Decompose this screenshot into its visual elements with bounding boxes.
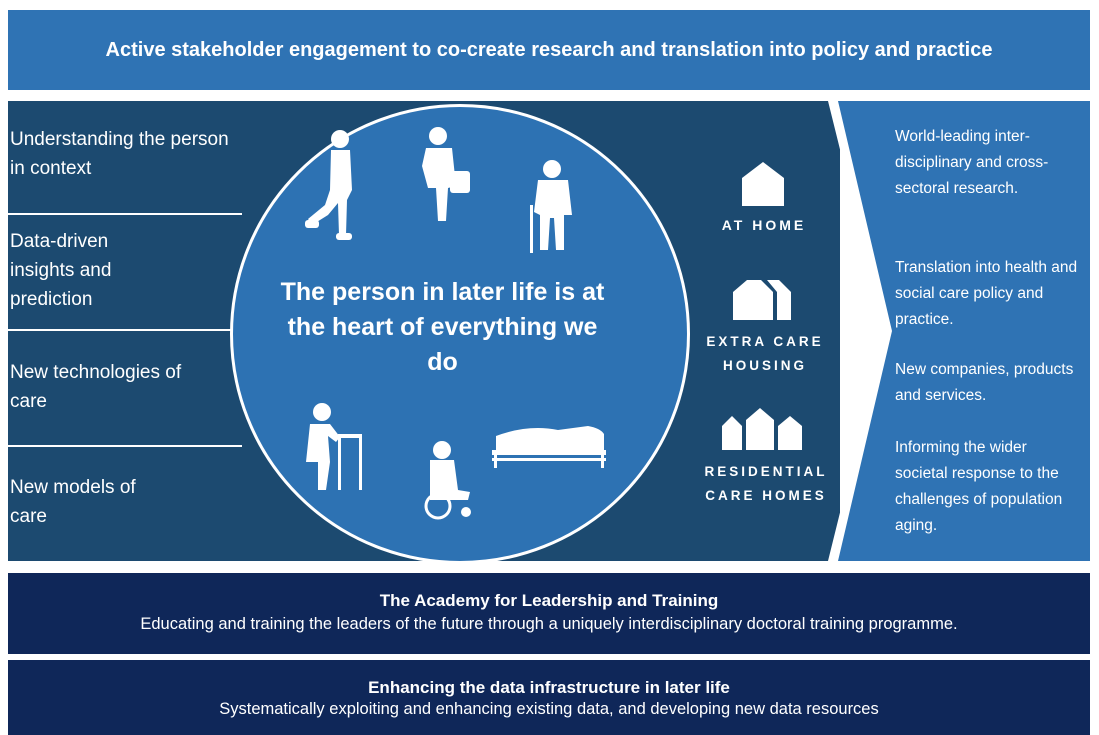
- top-banner: Active stakeholder engagement to co-crea…: [8, 10, 1090, 90]
- house-icon: [742, 162, 784, 206]
- theme-item-person-context: Understanding the person in context: [10, 129, 229, 179]
- bed-patient-icon: [492, 426, 606, 468]
- wheelchair-person-icon: [424, 441, 471, 520]
- theme-divider: [8, 329, 242, 331]
- data-infrastructure-subtitle: Systematically exploiting and enhancing …: [219, 700, 879, 718]
- theme-item-data-driven: Data-driven insights and prediction: [10, 231, 112, 310]
- academy-title: The Academy for Leadership and Training: [379, 591, 719, 610]
- housing-icon: [733, 280, 791, 320]
- care-homes-icon: [722, 408, 802, 450]
- impact-societal: Informing the wider societal response to…: [895, 439, 1063, 534]
- impact-translation: Translation into health and social care …: [895, 259, 1078, 328]
- academy-band: The Academy for Leadership and Training …: [8, 573, 1090, 654]
- center-statement: The person in later life is at the heart…: [280, 278, 605, 376]
- impact-research: World-leading inter-disciplinary and cro…: [895, 128, 1049, 197]
- data-infrastructure-band: Enhancing the data infrastructure in lat…: [8, 660, 1090, 735]
- setting-label-at-home: AT HOME: [721, 217, 807, 233]
- data-infrastructure-title: Enhancing the data infrastructure in lat…: [368, 678, 730, 697]
- shopping-person-icon: [422, 127, 470, 221]
- theme-divider: [8, 445, 242, 447]
- person-with-cane-icon: [530, 160, 572, 253]
- theme-item-technologies: New technologies of care: [10, 362, 182, 412]
- academy-subtitle: Educating and training the leaders of th…: [140, 615, 958, 633]
- running-person-icon: [305, 130, 352, 240]
- theme-divider: [8, 213, 242, 215]
- setting-label-extra-care: EXTRA CARE HOUSING: [706, 334, 824, 373]
- person-with-walker-icon: [306, 403, 362, 490]
- setting-label-residential: RESIDENTIAL CARE HOMES: [704, 464, 828, 503]
- top-banner-text: Active stakeholder engagement to co-crea…: [105, 38, 993, 61]
- impact-companies: New companies, products and services.: [895, 361, 1074, 404]
- theme-item-models: New models of care: [10, 477, 136, 527]
